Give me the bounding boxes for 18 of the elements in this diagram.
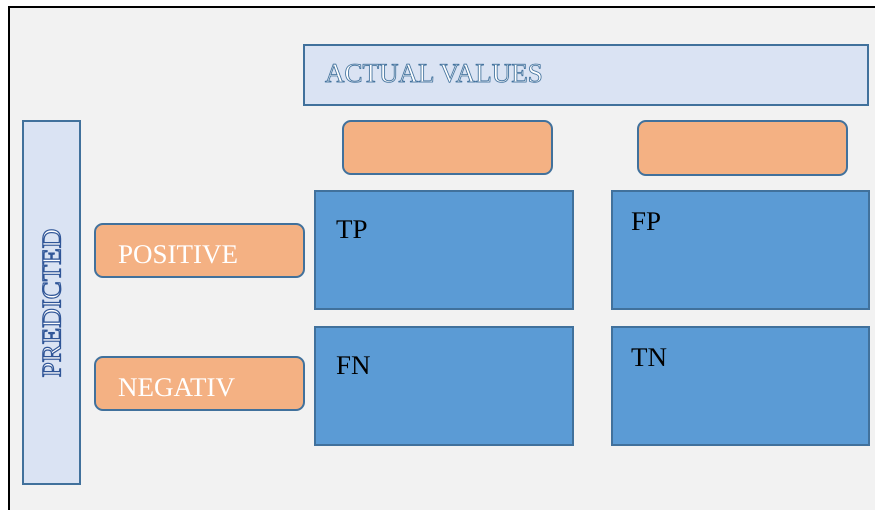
- matrix-cell: [314, 190, 574, 310]
- header-banner: [303, 44, 869, 106]
- cell-text: TP: [336, 214, 368, 245]
- label-box: [94, 356, 305, 411]
- matrix-cell: [314, 326, 574, 446]
- label-box: [94, 223, 305, 278]
- label-text: NEGATIV: [118, 372, 235, 403]
- cell-text: FN: [336, 350, 371, 381]
- label-text: POSITIVE: [118, 239, 238, 270]
- label-box: [342, 120, 553, 175]
- matrix-cell: [611, 190, 870, 310]
- heading-text: ACTUAL VALUES: [325, 58, 543, 89]
- cell-text: TN: [631, 342, 667, 373]
- cell-text: FP: [631, 206, 662, 237]
- matrix-cell: [611, 326, 870, 446]
- label-box: [637, 120, 848, 176]
- heading-text: PREDICTED: [36, 228, 67, 377]
- side-banner: [22, 120, 81, 485]
